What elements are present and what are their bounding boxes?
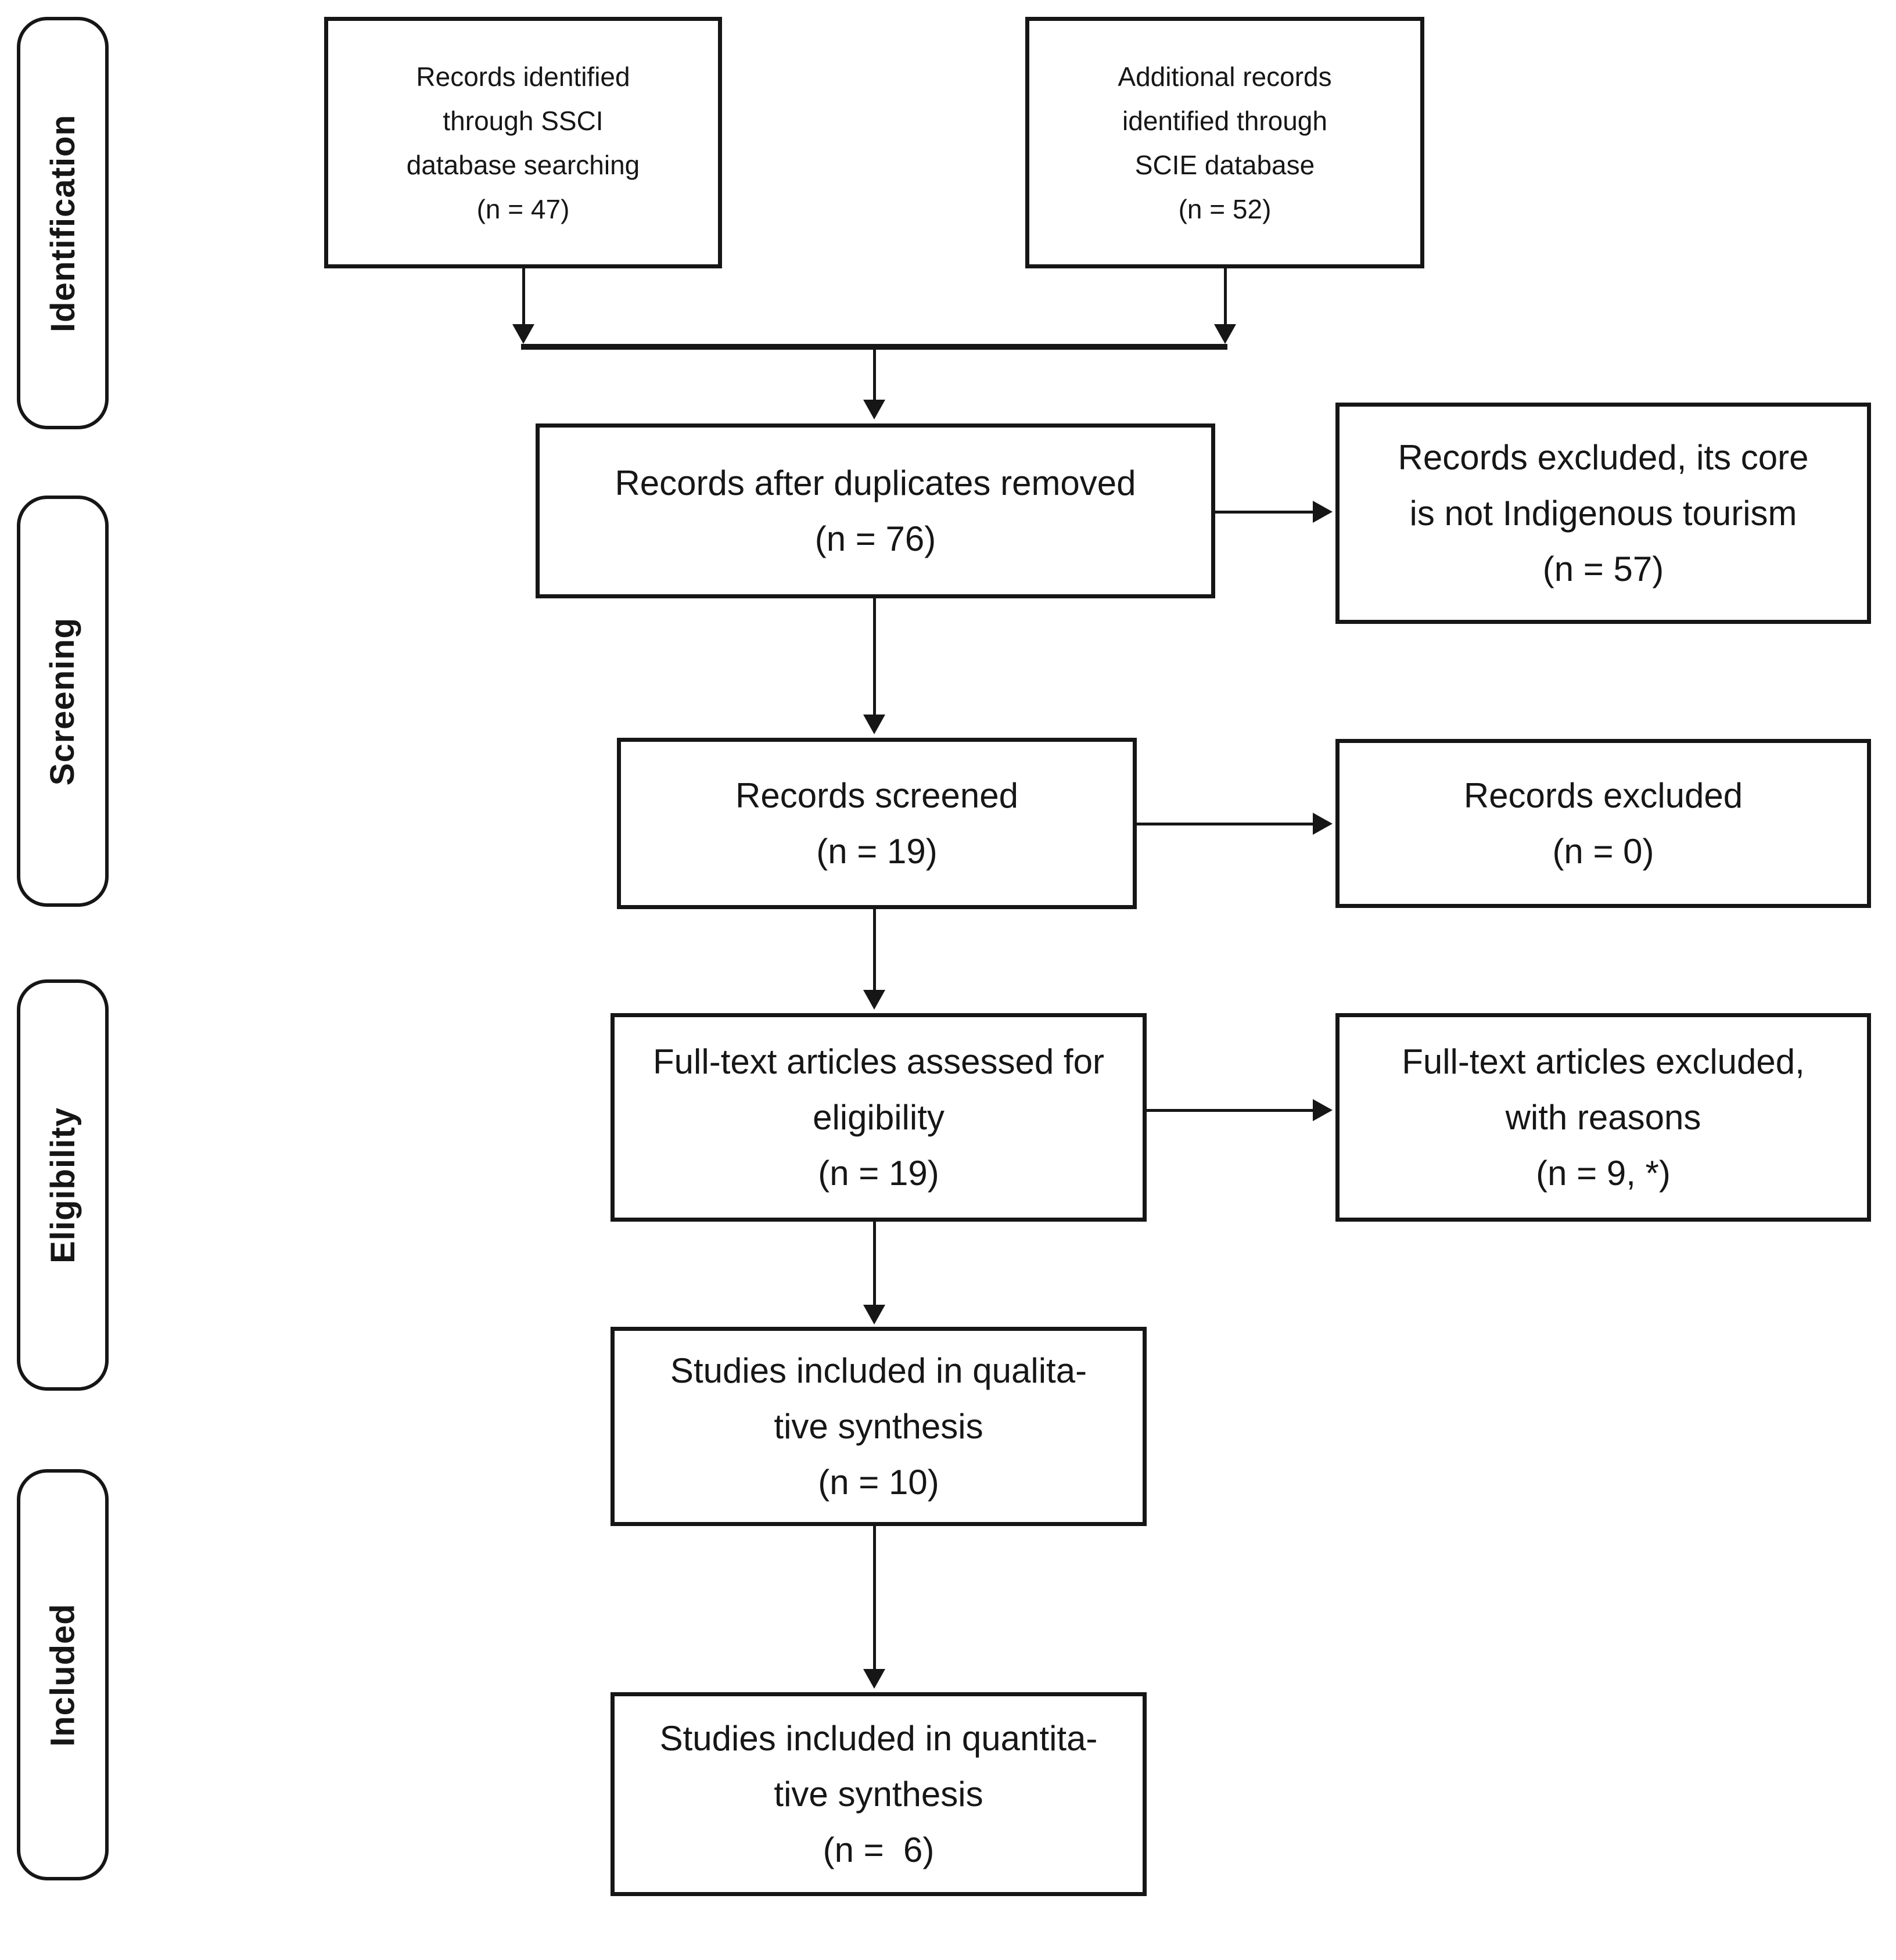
box-text-line: is not Indigenous tourism: [1409, 493, 1797, 533]
stage-label-screening: Screening: [44, 617, 82, 785]
box-text-line: through SSCI: [443, 105, 604, 136]
box-text-line: Records excluded, its core: [1398, 437, 1809, 477]
stage-label-identification: Identification: [44, 114, 82, 332]
box-text-line: Full-text articles assessed for: [653, 1042, 1104, 1081]
arrowhead-ssci-down: [512, 324, 534, 344]
box-text-line: Records excluded: [1463, 776, 1743, 815]
box-text-line: Studies included in quantita-: [659, 1718, 1098, 1758]
box-text-line: tive synthesis: [774, 1406, 983, 1446]
stage-pill-included: Included: [17, 1469, 109, 1880]
connector-merge-bar: [521, 344, 1227, 350]
box-count-line: (n = 47): [476, 193, 570, 224]
box-count-line: (n = 19): [818, 1153, 939, 1193]
box-text-line: Additional records: [1118, 61, 1332, 92]
box-qualitative-synthesis: Studies included in qualita- tive synthe…: [611, 1327, 1147, 1526]
stage-label-eligibility: Eligibility: [44, 1107, 82, 1263]
box-text-line: eligibility: [813, 1097, 945, 1137]
box-text-line: Full-text articles excluded,: [1402, 1042, 1805, 1081]
connector-screened-to-fulltext: [873, 909, 876, 991]
box-text-line: SCIE database: [1134, 149, 1315, 180]
connector-screened-to-excluded: [1137, 823, 1314, 825]
box-fulltext-excluded: Full-text articles excluded, with reason…: [1335, 1013, 1871, 1222]
connector-scie-down: [1224, 268, 1227, 326]
box-count-line: (n = 19): [816, 831, 938, 871]
box-count-line: (n = 10): [818, 1462, 939, 1502]
connector-duplicates-to-excluded: [1215, 511, 1314, 514]
stage-pill-identification: Identification: [17, 17, 109, 429]
box-quantitative-synthesis: Studies included in quantita- tive synth…: [611, 1692, 1147, 1896]
box-count-line: (n = 9, *): [1536, 1153, 1671, 1193]
box-count-line: (n = 6): [823, 1830, 935, 1869]
box-text-line: Records screened: [735, 776, 1018, 815]
box-text-line: tive synthesis: [774, 1774, 983, 1814]
box-records-screened: Records screened (n = 19): [617, 738, 1137, 909]
box-records-excluded-core: Records excluded, its core is not Indige…: [1335, 403, 1871, 624]
arrowhead-to-screened: [863, 715, 885, 734]
stage-pill-eligibility: Eligibility: [17, 979, 109, 1391]
arrowhead-to-qualitative: [863, 1305, 885, 1324]
connector-merge-drop: [873, 350, 876, 401]
box-count-line: (n = 0): [1552, 831, 1654, 871]
box-text-line: with reasons: [1505, 1097, 1701, 1137]
stage-pill-screening: Screening: [17, 496, 109, 907]
arrowhead-screened-excluded: [1313, 813, 1333, 835]
box-records-excluded-zero: Records excluded (n = 0): [1335, 739, 1871, 908]
box-duplicates-removed: Records after duplicates removed (n = 76…: [536, 423, 1215, 598]
connector-qualitative-to-quantitative: [873, 1526, 876, 1670]
arrowhead-to-fulltext: [863, 990, 885, 1010]
arrowhead-scie-down: [1214, 324, 1236, 344]
box-text-line: Studies included in qualita-: [670, 1351, 1087, 1390]
connector-fulltext-to-qualitative: [873, 1222, 876, 1306]
box-additional-records-scie: Additional records identified through SC…: [1025, 17, 1424, 268]
stage-label-included: Included: [44, 1603, 82, 1747]
box-text-line: database searching: [406, 149, 640, 180]
connector-duplicates-to-screened: [873, 598, 876, 716]
box-text-line: Records identified: [416, 61, 630, 92]
box-count-line: (n = 52): [1178, 193, 1272, 224]
connector-fulltext-to-excluded: [1147, 1109, 1314, 1112]
box-count-line: (n = 57): [1542, 549, 1664, 588]
connector-ssci-down: [522, 268, 525, 326]
arrowhead-to-duplicates: [863, 400, 885, 419]
box-count-line: (n = 76): [814, 519, 936, 558]
box-text-line: identified through: [1122, 105, 1327, 136]
box-text-line: Records after duplicates removed: [615, 463, 1136, 502]
box-fulltext-assessed: Full-text articles assessed for eligibil…: [611, 1013, 1147, 1222]
arrowhead-to-quantitative: [863, 1669, 885, 1689]
box-records-identified-ssci: Records identified through SSCI database…: [324, 17, 722, 268]
arrowhead-fulltext-excluded: [1313, 1099, 1333, 1121]
arrowhead-duplicates-excluded: [1313, 501, 1333, 523]
